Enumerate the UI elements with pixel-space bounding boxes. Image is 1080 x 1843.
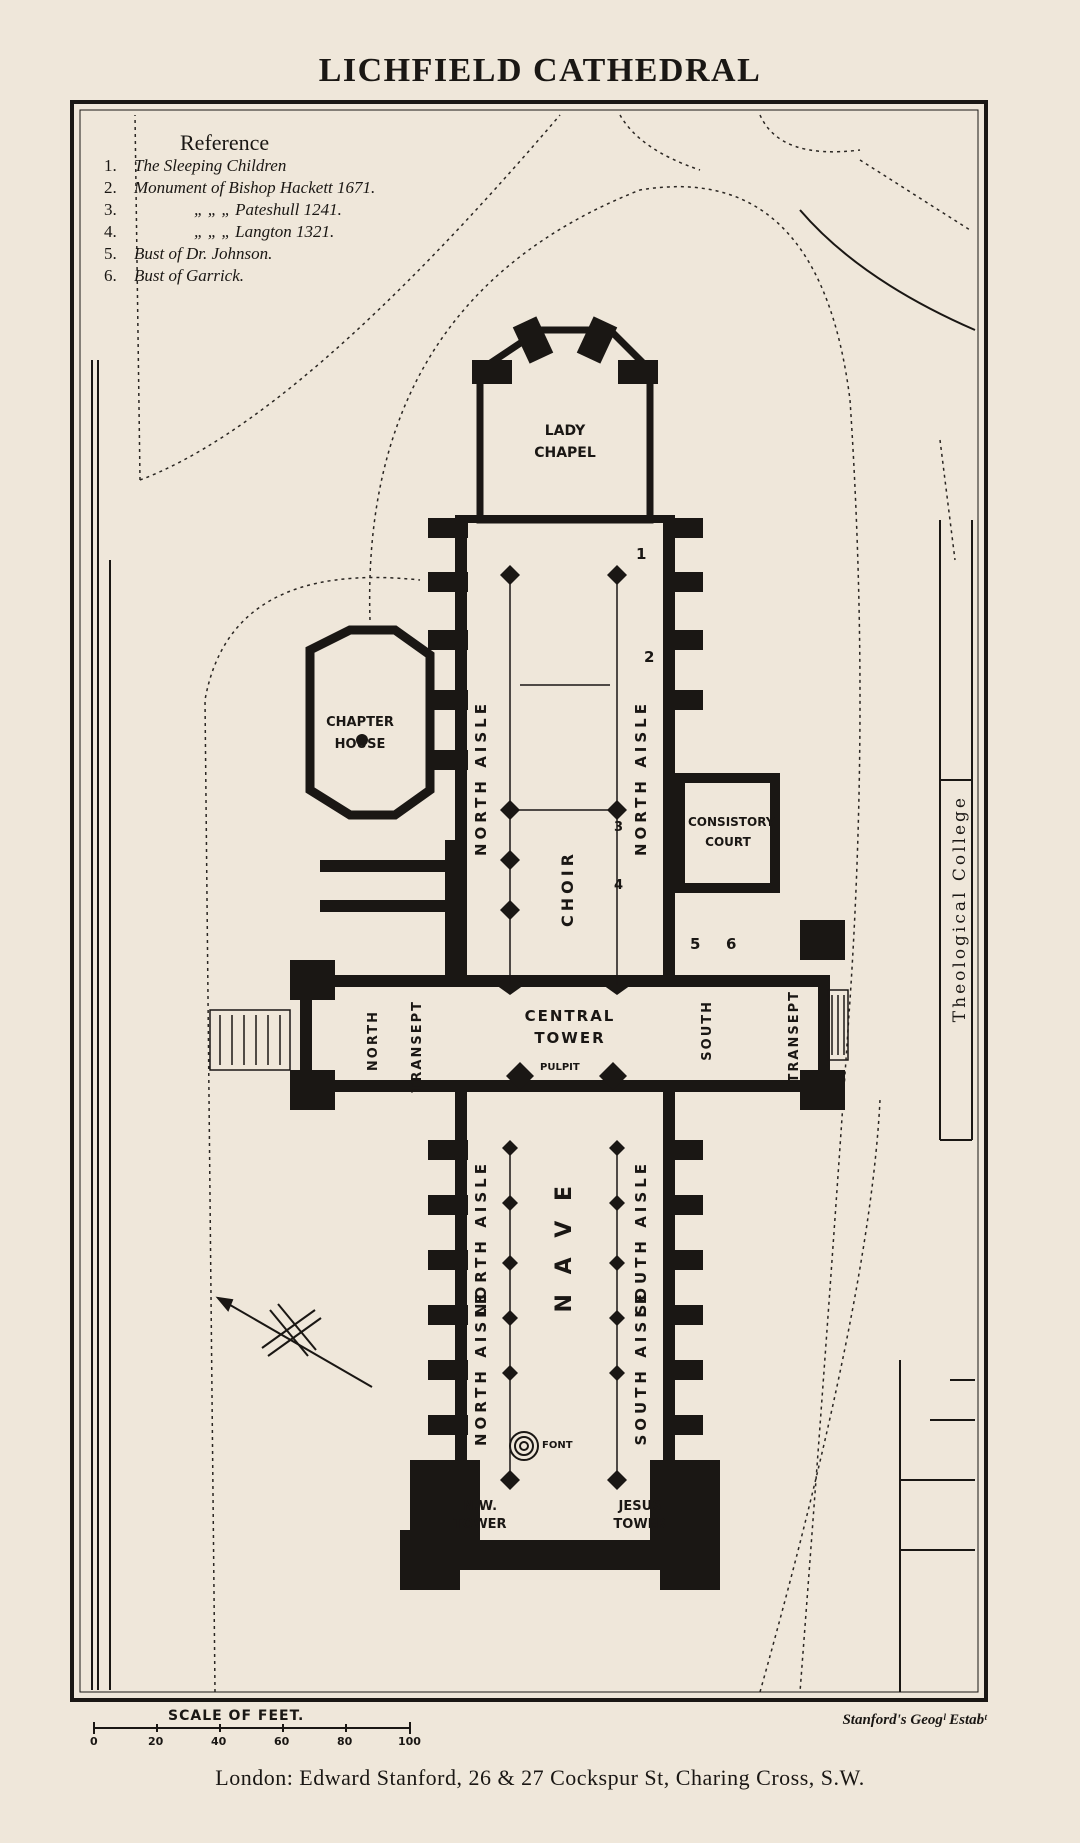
- reference-item-text: The Sleeping Children: [134, 156, 287, 175]
- north-arrow: [215, 1296, 373, 1388]
- grounds-paths: [134, 114, 971, 1693]
- label-south-transept-a: SOUTH: [700, 1000, 715, 1061]
- label-lady-chapel: LADY CHAPEL: [534, 423, 596, 461]
- west-boundary-wall: [91, 360, 111, 1690]
- reference-item-text: Monument of Bishop Hackett 1671.: [134, 178, 376, 197]
- reference-item: 4. „ „ „ Langton 1321.: [104, 222, 334, 242]
- label-font: FONT: [542, 1440, 573, 1451]
- reference-item-text: Bust of Garrick.: [134, 266, 245, 285]
- reference-item-number: 4.: [104, 222, 117, 241]
- marker-2: 2: [644, 648, 655, 666]
- scale-tick-label: 60: [274, 1735, 290, 1748]
- college-buildings: [899, 520, 975, 1692]
- label-pulpit: PULPIT: [540, 1062, 580, 1073]
- marker-4: 4: [614, 878, 624, 893]
- scale-tick-label: 80: [337, 1735, 353, 1748]
- road-curve: [799, 209, 976, 331]
- reference-item-text: „ „ „ Langton 1321.: [194, 222, 335, 241]
- arcade-lines: [509, 575, 618, 1480]
- reference-item-number: 1.: [104, 156, 117, 175]
- label-jesus-tower: JESUS TOWER: [613, 1499, 667, 1532]
- reference-item-number: 5.: [104, 244, 117, 263]
- label-choir-north-aisle-right: NORTH AISLE: [632, 700, 650, 856]
- scale-tick-label: 40: [211, 1735, 227, 1748]
- reference-item: 5. Bust of Dr. Johnson.: [104, 244, 272, 264]
- reference-item: 2. Monument of Bishop Hackett 1671.: [104, 178, 375, 198]
- reference-item: 3. „ „ „ Pateshull 1241.: [104, 200, 342, 220]
- reference-item-number: 6.: [104, 266, 117, 285]
- reference-item-text: „ „ „ Pateshull 1241.: [194, 200, 342, 219]
- label-nave: N A V E: [552, 1180, 577, 1313]
- label-choir: CHOIR: [558, 850, 577, 928]
- label-nave-north-aisle-lower: NORTH AISLE: [472, 1290, 490, 1446]
- scale-tick-label: 0: [90, 1735, 98, 1748]
- publisher-credit: Stanford's Geogˡ Estabᵗ: [842, 1712, 987, 1728]
- label-chapter-house: CHAPTER HOUSE: [326, 715, 394, 752]
- font-circles: [509, 1431, 539, 1461]
- scale-bar: [93, 1722, 411, 1734]
- marker-5: 5: [690, 935, 701, 953]
- label-central-tower: CENTRAL TOWER: [524, 1007, 616, 1047]
- label-theological-college: Theological College: [950, 795, 970, 1023]
- label-north-transept-a: NORTH: [366, 1010, 381, 1072]
- reference-item: 6. Bust of Garrick.: [104, 266, 244, 286]
- scale-title: SCALE OF FEET.: [168, 1708, 305, 1724]
- north-porch-steps: [209, 1009, 291, 1071]
- label-consistory-court: CONSISTORY COURT: [688, 815, 775, 849]
- reference-heading: Reference: [180, 130, 270, 155]
- map-title: LICHFIELD CATHEDRAL: [318, 52, 762, 89]
- reference-item-text: Bust of Dr. Johnson.: [134, 244, 273, 263]
- cathedral-walls: [290, 316, 845, 1590]
- label-nw-tower: N.W. TOWER: [453, 1499, 507, 1532]
- marker-1: 1: [636, 545, 647, 563]
- label-south-transept-b: TRANSEPT: [787, 990, 802, 1083]
- scale-tick-label: 100: [398, 1735, 421, 1748]
- marker-6: 6: [726, 935, 737, 953]
- reference-item-number: 2.: [104, 178, 117, 197]
- reference-item-number: 3.: [104, 200, 117, 219]
- marker-3: 3: [614, 820, 624, 835]
- label-north-transept-b: TRANSEPT: [410, 1000, 425, 1093]
- scale-tick-label: 20: [148, 1735, 164, 1748]
- label-nave-south-aisle-lower: SOUTH AISLE: [632, 1290, 650, 1446]
- publisher-imprint: London: Edward Stanford, 26 & 27 Cockspu…: [215, 1765, 865, 1790]
- south-porch-steps: [827, 989, 849, 1061]
- map-frame-inner: [79, 109, 979, 1693]
- label-choir-north-aisle-left: NORTH AISLE: [472, 700, 490, 856]
- reference-item: 1. The Sleeping Children: [104, 156, 286, 176]
- map-frame-outer: [70, 100, 988, 1702]
